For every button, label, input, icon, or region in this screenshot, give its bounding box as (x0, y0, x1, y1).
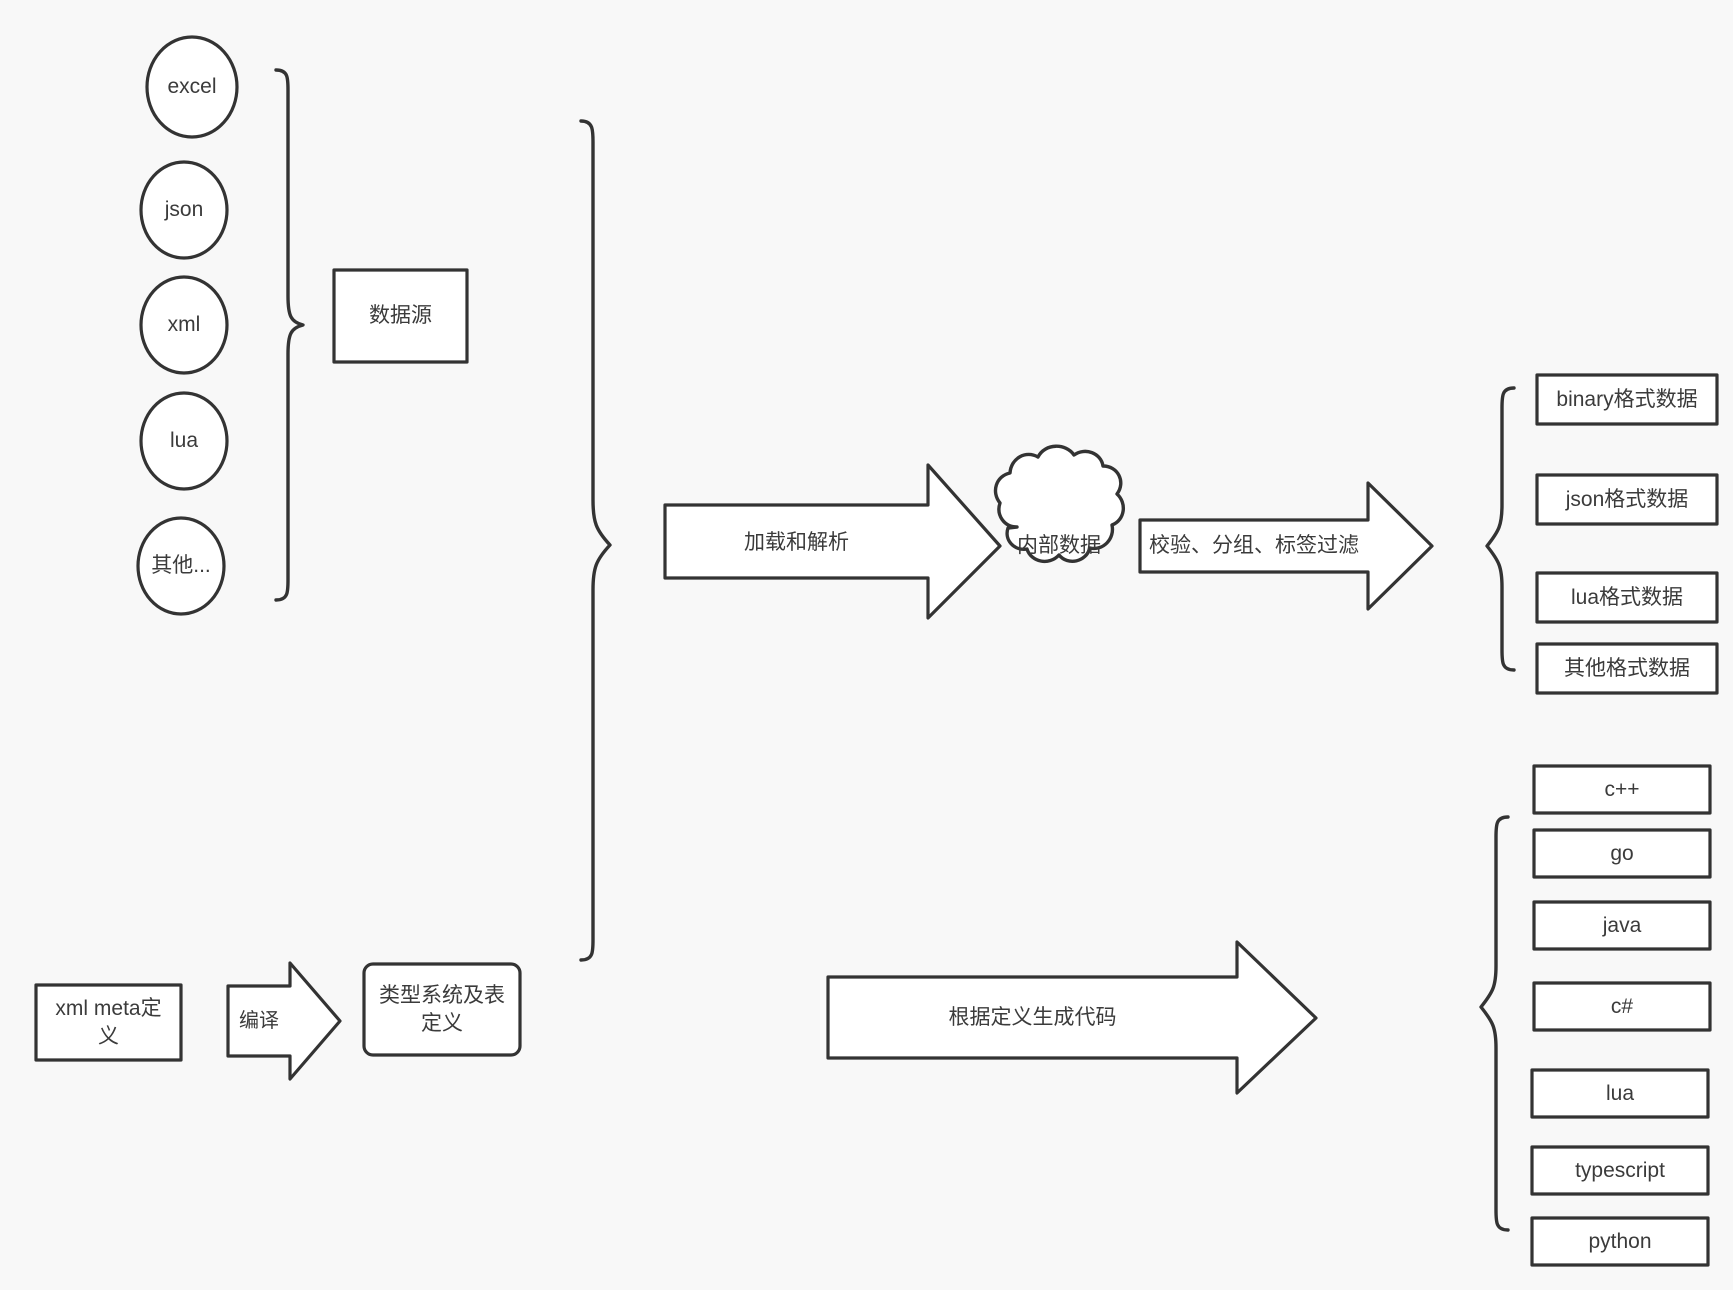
compile-arrow[interactable] (226, 961, 342, 1081)
filter-arrow[interactable] (1138, 481, 1434, 611)
xml-meta-box[interactable] (34, 983, 183, 1062)
load-parse-arrow[interactable] (663, 463, 1002, 620)
sources-brace (274, 68, 305, 602)
lang-box-typescript[interactable] (1530, 1145, 1710, 1196)
lang-box-cpp[interactable] (1532, 764, 1712, 815)
source-ellipse-json[interactable] (139, 160, 229, 260)
lang-box-go[interactable] (1532, 828, 1712, 879)
internal-data-cloud[interactable] (993, 444, 1125, 564)
source-ellipse-lua[interactable] (139, 391, 229, 491)
source-ellipse-xml[interactable] (139, 275, 229, 375)
source-ellipse-other[interactable] (136, 516, 226, 616)
lang-box-python[interactable] (1530, 1216, 1710, 1267)
output-box-other[interactable] (1535, 642, 1719, 695)
type-system-box[interactable] (362, 962, 522, 1057)
output-box-binary[interactable] (1535, 373, 1719, 426)
lang-box-csharp[interactable] (1532, 981, 1712, 1032)
output-box-lua[interactable] (1535, 571, 1719, 624)
output-box-json[interactable] (1535, 473, 1719, 526)
main-brace (579, 119, 612, 962)
lang-box-lua[interactable] (1530, 1068, 1710, 1119)
source-ellipse-excel[interactable] (145, 35, 239, 139)
languages-brace (1479, 815, 1510, 1232)
data-source-box[interactable] (332, 268, 469, 364)
lang-box-java[interactable] (1532, 900, 1712, 951)
generate-code-arrow[interactable] (826, 940, 1318, 1095)
data-formats-brace (1485, 386, 1516, 672)
